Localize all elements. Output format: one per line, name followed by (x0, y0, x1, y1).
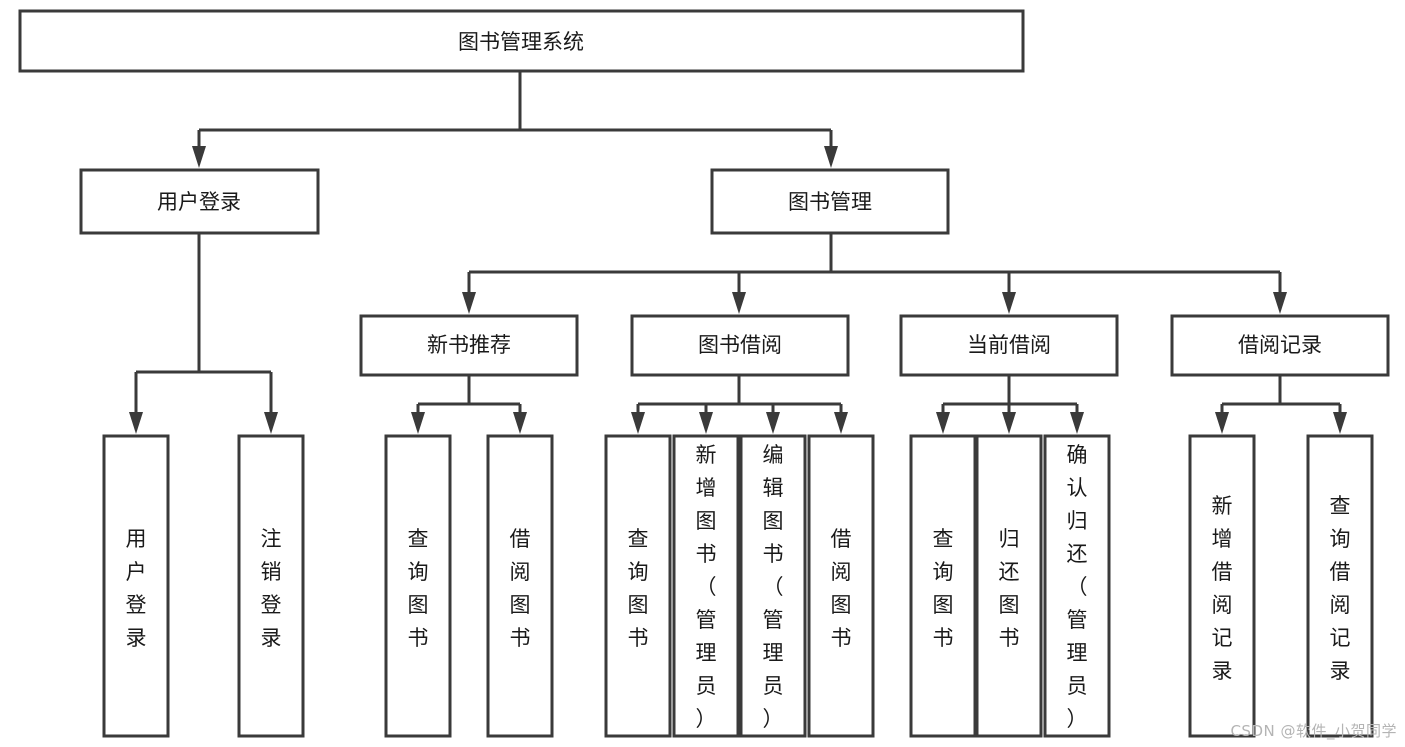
node-current-borrow-box[interactable] (899, 314, 1119, 377)
node-user-login[interactable]: 用户登录 (79, 168, 320, 235)
node-root-label: 图书管理系统 (458, 30, 584, 54)
arrow-head-leaf-add-book-admin (699, 412, 713, 434)
node-leaf-borrow-book-2-label: 借阅图书 (831, 527, 852, 650)
node-leaf-query-book-3[interactable]: 查询图书 (909, 434, 977, 738)
node-leaf-user-login-label: 用户登录 (126, 527, 147, 650)
node-user-login-box[interactable] (79, 168, 320, 235)
node-leaf-query-book-1-label: 查询图书 (408, 527, 429, 650)
node-leaf-edit-book-admin-label: 编辑图书（管理员） (763, 443, 784, 731)
arrow-head-leaf-add-record (1215, 412, 1229, 434)
arrow-head-leaf-query-book-2 (631, 412, 645, 434)
node-leaf-add-record-label: 新增借阅记录 (1212, 494, 1233, 683)
node-new-book-rec-box[interactable] (359, 314, 579, 377)
node-leaf-add-book-admin-label: 新增图书（管理员） (696, 443, 717, 731)
node-book-manage-label: 图书管理 (788, 190, 872, 214)
node-leaf-return-book[interactable]: 归还图书 (975, 434, 1043, 738)
node-leaf-query-record-label: 查询借阅记录 (1330, 494, 1351, 683)
arrow-head-new-book-rec (462, 292, 476, 314)
node-leaf-add-book-admin-box[interactable] (672, 434, 740, 738)
arrow-head-leaf-edit-book-admin (766, 412, 780, 434)
node-new-book-rec[interactable]: 新书推荐 (359, 314, 579, 377)
connector-group-root (192, 71, 838, 168)
node-root[interactable]: 图书管理系统 (18, 9, 1025, 73)
node-leaf-return-book-box[interactable] (975, 434, 1043, 738)
arrow-head-leaf-return-book (1002, 412, 1016, 434)
arrow-head-book-manage (824, 146, 838, 168)
arrow-head-leaf-confirm-return-admin (1070, 412, 1084, 434)
node-leaf-add-record-box[interactable] (1188, 434, 1256, 738)
node-leaf-confirm-return-admin-label: 确认归还（管理员） (1067, 443, 1088, 731)
node-borrow-record-label: 借阅记录 (1238, 333, 1322, 357)
arrow-head-leaf-borrow-book-1 (513, 412, 527, 434)
node-leaf-edit-book-admin[interactable]: 编辑图书（管理员） (739, 434, 807, 738)
connector-group-new-book-rec (411, 376, 527, 434)
node-leaf-query-book-2-label: 查询图书 (628, 527, 649, 650)
node-leaf-edit-book-admin-box[interactable] (739, 434, 807, 738)
node-leaf-add-record[interactable]: 新增借阅记录 (1188, 434, 1256, 738)
node-book-manage[interactable]: 图书管理 (710, 168, 950, 235)
node-leaf-logout[interactable]: 注销登录 (237, 434, 305, 738)
node-leaf-return-book-label: 归还图书 (999, 527, 1020, 650)
arrow-head-book-borrow (732, 292, 746, 314)
node-leaf-confirm-return-admin[interactable]: 确认归还（管理员） (1043, 434, 1111, 738)
node-leaf-query-book-1-box[interactable] (384, 434, 452, 738)
node-leaf-query-book-3-label: 查询图书 (933, 527, 954, 650)
connector-group-borrow-record (1215, 376, 1347, 434)
node-new-book-rec-label: 新书推荐 (427, 333, 511, 357)
arrow-head-user-login (192, 146, 206, 168)
node-leaf-borrow-book-2[interactable]: 借阅图书 (807, 434, 875, 738)
node-current-borrow-label: 当前借阅 (967, 333, 1051, 357)
node-borrow-record-box[interactable] (1170, 314, 1390, 377)
node-leaf-query-record[interactable]: 查询借阅记录 (1306, 434, 1374, 738)
node-leaf-confirm-return-admin-box[interactable] (1043, 434, 1111, 738)
arrow-head-borrow-record (1273, 292, 1287, 314)
arrow-head-leaf-query-record (1333, 412, 1347, 434)
node-leaf-logout-label: 注销登录 (261, 527, 282, 650)
node-leaf-user-login[interactable]: 用户登录 (102, 434, 170, 738)
node-leaf-user-login-box[interactable] (102, 434, 170, 738)
node-book-manage-box[interactable] (710, 168, 950, 235)
node-leaf-query-book-1[interactable]: 查询图书 (384, 434, 452, 738)
node-user-login-label: 用户登录 (157, 190, 241, 214)
node-leaf-add-book-admin[interactable]: 新增图书（管理员） (672, 434, 740, 738)
arrow-head-leaf-borrow-book-2 (834, 412, 848, 434)
node-book-borrow-box[interactable] (630, 314, 850, 377)
node-book-borrow-label: 图书借阅 (698, 333, 782, 357)
arrow-head-leaf-user-login (129, 412, 143, 434)
arrow-head-leaf-query-book-3 (936, 412, 950, 434)
node-leaf-logout-box[interactable] (237, 434, 305, 738)
node-leaf-borrow-book-1[interactable]: 借阅图书 (486, 434, 554, 738)
node-book-borrow[interactable]: 图书借阅 (630, 314, 850, 377)
connector-group-user-login (129, 234, 278, 434)
connector-group-book-manage (462, 234, 1287, 314)
arrow-head-leaf-logout (264, 412, 278, 434)
node-leaf-borrow-book-1-label: 借阅图书 (510, 527, 531, 650)
node-current-borrow[interactable]: 当前借阅 (899, 314, 1119, 377)
csdn-watermark: CSDN @软件_小贺同学 (1230, 722, 1397, 740)
node-leaf-query-book-2-box[interactable] (604, 434, 672, 738)
node-borrow-record[interactable]: 借阅记录 (1170, 314, 1390, 377)
node-root-box[interactable] (18, 9, 1025, 73)
node-leaf-query-book-2[interactable]: 查询图书 (604, 434, 672, 738)
connector-group-current-borrow (936, 376, 1084, 434)
arrow-head-leaf-query-book-1 (411, 412, 425, 434)
connector-group-book-borrow (631, 376, 848, 434)
node-leaf-borrow-book-2-box[interactable] (807, 434, 875, 738)
arrow-head-current-borrow (1002, 292, 1016, 314)
node-leaf-borrow-book-1-box[interactable] (486, 434, 554, 738)
node-leaf-query-book-3-box[interactable] (909, 434, 977, 738)
node-leaf-query-record-box[interactable] (1306, 434, 1374, 738)
